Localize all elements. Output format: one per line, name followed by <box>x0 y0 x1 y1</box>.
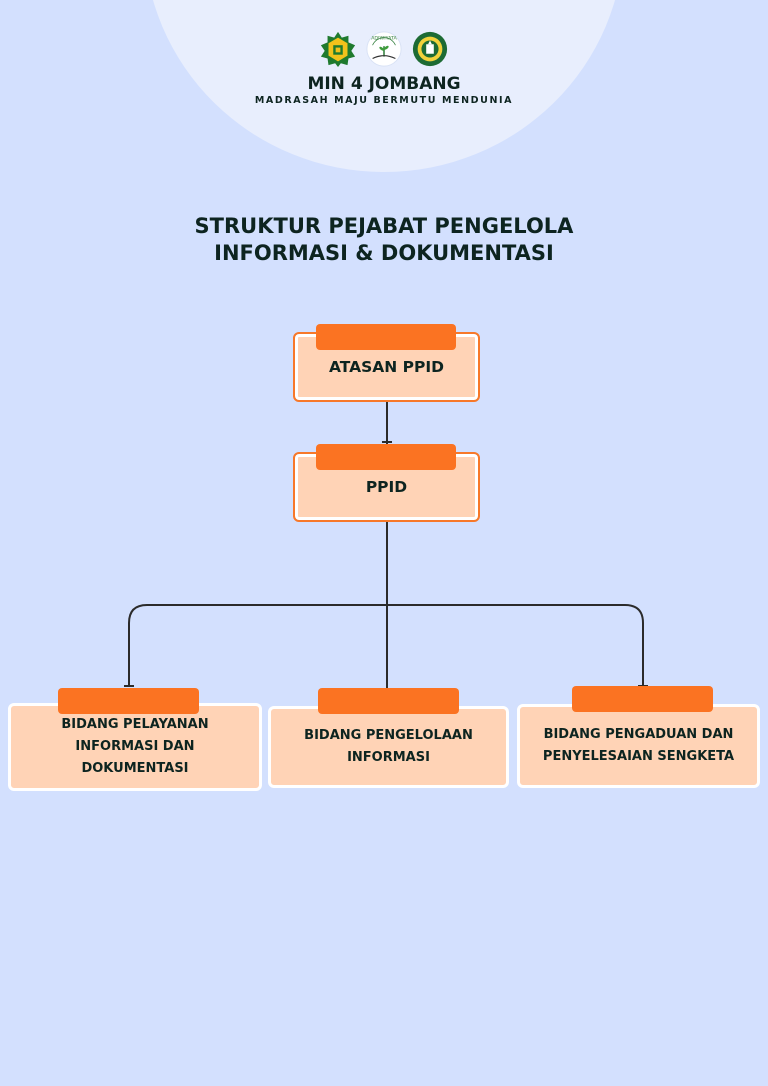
school-emblem-logo <box>412 31 448 67</box>
node-bidang-pengaduan-line-1: BIDANG PENGADUAN DAN <box>543 727 734 742</box>
chart-title-line-2: INFORMASI & DOKUMENTASI <box>214 241 554 265</box>
school-motto: MADRASAH MAJU BERMUTU MENDUNIA <box>254 95 514 106</box>
chart-title: STRUKTUR PEJABAT PENGELOLA INFORMASI & D… <box>0 213 768 267</box>
node-bidang-pengelolaan-tab <box>318 688 459 714</box>
node-bidang-pengelolaan: BIDANG PENGELOLAAN INFORMASI <box>268 706 509 788</box>
node-bidang-pengelolaan-line-1: BIDANG PENGELOLAAN <box>304 728 473 743</box>
chart-title-line-1: STRUKTUR PEJABAT PENGELOLA <box>194 214 574 238</box>
node-bidang-pelayanan-line-3: DOKUMENTASI <box>81 761 189 776</box>
node-bidang-pelayanan-tab <box>58 688 199 714</box>
adiwiyata-logo: ADIWIYATA <box>366 31 402 67</box>
kemenag-logo <box>320 31 356 68</box>
node-bidang-pengelolaan-line-2: INFORMASI <box>347 750 430 765</box>
node-bidang-pelayanan-line-1: BIDANG PELAYANAN <box>61 717 209 732</box>
node-ppid-label: PPID <box>365 478 408 496</box>
node-bidang-pelayanan: BIDANG PELAYANAN INFORMASI DAN DOKUMENTA… <box>8 703 262 791</box>
school-name: MIN 4 JOMBANG <box>307 74 461 94</box>
node-bidang-pengaduan-line-2: PENYELESAIAN SENGKETA <box>542 749 735 764</box>
node-bidang-pengaduan-tab <box>572 686 713 712</box>
node-bidang-pengaduan: BIDANG PENGADUAN DAN PENYELESAIAN SENGKE… <box>517 704 760 788</box>
node-bidang-pelayanan-line-2: INFORMASI DAN <box>75 739 195 754</box>
logo-row: ADIWIYATA <box>0 30 768 68</box>
adiwiyata-logo-text: ADIWIYATA <box>371 36 397 42</box>
node-ppid-tab <box>316 444 456 470</box>
node-atasan-ppid-tab <box>316 324 456 350</box>
node-atasan-ppid-label: ATASAN PPID <box>328 358 445 376</box>
connector-branch <box>128 604 644 686</box>
